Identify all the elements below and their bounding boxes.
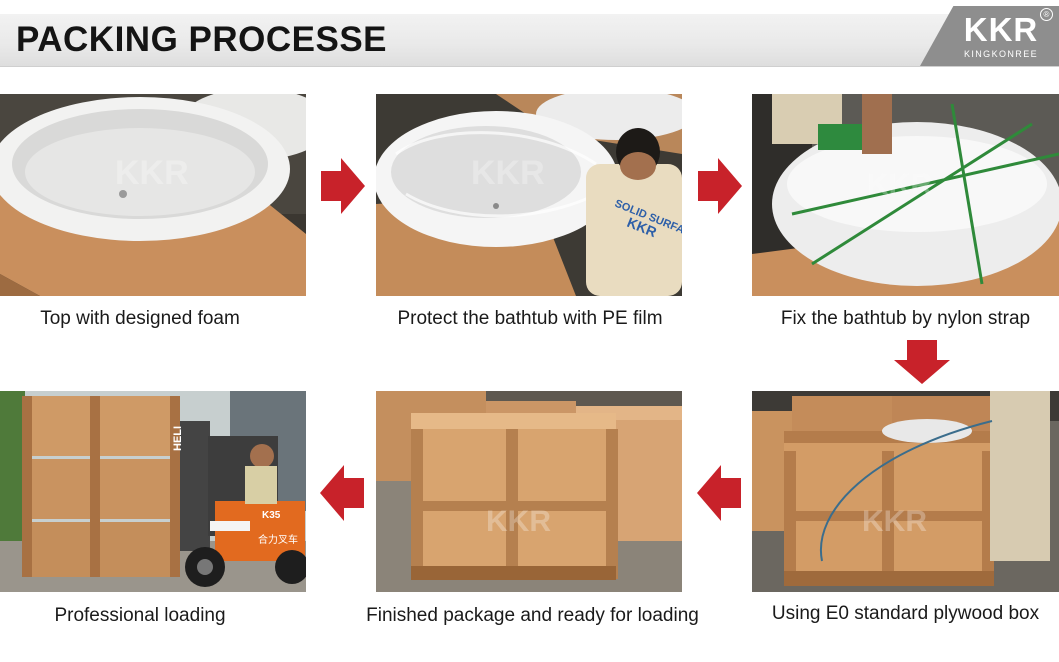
arrow-down-icon (894, 340, 950, 384)
header-band (0, 14, 1059, 67)
step-3-photo: KKR (752, 94, 1059, 296)
step-1-photo: KKR (0, 94, 306, 296)
forklift-brand: 合力叉车 (258, 533, 298, 546)
arrow-right-icon (698, 158, 742, 214)
watermark: KKR (471, 154, 545, 192)
watermark: KKR (867, 168, 932, 201)
step-5-photo: KKR (376, 391, 682, 592)
watermark: KKR (862, 505, 927, 538)
step-2-caption: Protect the bathtub with PE film (397, 308, 663, 329)
watermark: KKR (115, 154, 189, 192)
step-5-caption: Finished package and ready for loading (366, 605, 699, 626)
step-4-photo: KKR (752, 391, 1059, 592)
arrow-left-icon (320, 465, 364, 521)
logo-subtext: KINGKONREE (963, 49, 1038, 59)
step-1-caption: Top with designed foam (40, 308, 240, 329)
arrow-right-icon (321, 158, 365, 214)
forklift-mark: HELI (172, 426, 184, 451)
step-3-caption: Fix the bathtub by nylon strap (780, 308, 1031, 329)
registered-mark: ® (1040, 8, 1053, 21)
forklift-model: K35 (262, 510, 281, 521)
step-6-photo: HELI K35 合力叉车 (0, 391, 306, 592)
watermark: KKR (486, 505, 551, 538)
page-title: PACKING PROCESSE (16, 20, 388, 59)
step-4-caption: Using E0 standard plywood box (771, 603, 1040, 624)
logo-text: KKR (963, 11, 1039, 48)
step-2-photo: SOLID SURFACE KKR KKR (376, 94, 682, 296)
arrow-left-icon (697, 465, 741, 521)
step-6-caption: Professional loading (54, 605, 226, 626)
